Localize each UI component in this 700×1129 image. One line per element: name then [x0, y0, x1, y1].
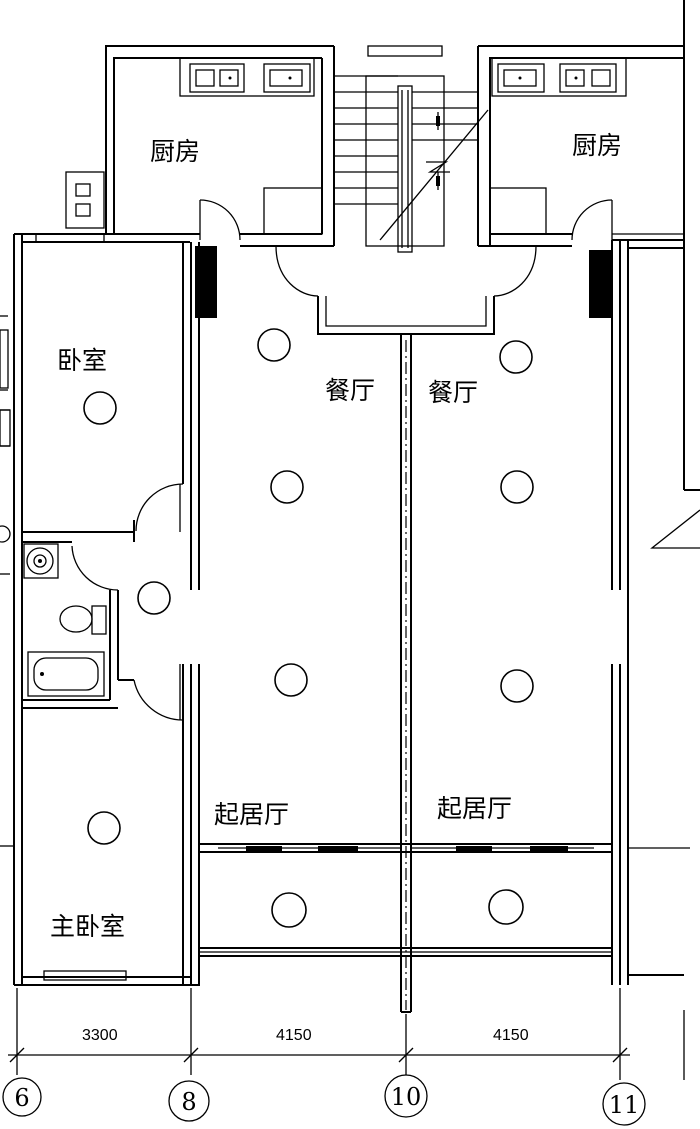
axis-label-8: 8	[181, 1088, 196, 1116]
ceiling-lights	[83, 328, 534, 928]
label-dining-left: 餐厅	[325, 376, 375, 405]
label-living-left: 起居厅	[214, 800, 289, 829]
dimension-8-10: 4150	[276, 1027, 312, 1044]
label-dining-right: 餐厅	[428, 378, 478, 407]
stair-treads	[334, 75, 478, 205]
label-master-bedroom: 主卧室	[50, 912, 125, 941]
kitchen-block	[65, 45, 684, 335]
label-living-right: 起居厅	[437, 794, 512, 823]
exterior-walls	[0, 0, 700, 1080]
axis-label-10: 10	[391, 1083, 422, 1111]
label-kitchen-left: 厨房	[150, 137, 200, 166]
axis-label-11: 11	[609, 1091, 640, 1119]
balcony	[199, 843, 612, 957]
label-kitchen-right: 厨房	[572, 131, 622, 160]
central-partition	[400, 334, 412, 1013]
label-bedroom: 卧室	[57, 346, 107, 375]
axis-label-6: 6	[14, 1084, 29, 1112]
dimension-10-11: 4150	[493, 1027, 529, 1044]
dimension-line: 3300 4150 4150	[8, 988, 630, 1080]
bedroom-wing	[0, 329, 184, 721]
dimension-6-8: 3300	[82, 1027, 118, 1044]
axis-markers: 6 8 10 11	[2, 1074, 646, 1126]
room-labels: 厨房 厨房 卧室 餐厅 餐厅 起居厅 起居厅 主卧室	[50, 131, 622, 941]
